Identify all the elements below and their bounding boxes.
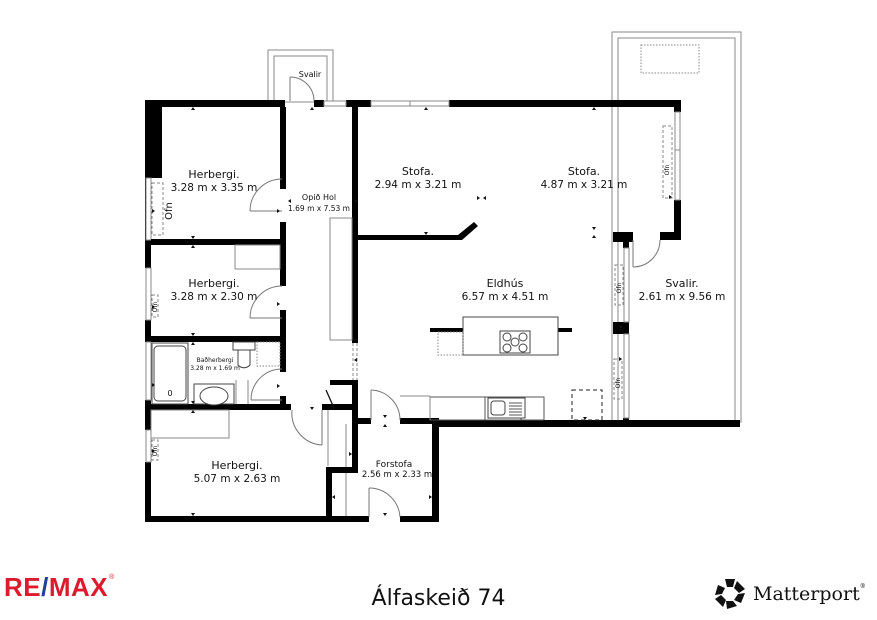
balcony-small — [267, 49, 334, 103]
room-dimensions: 2.94 m x 3.21 m — [375, 179, 462, 191]
svg-text:Ofn: Ofn — [615, 377, 622, 388]
room-dimensions: 6.57 m x 4.51 m — [462, 291, 549, 303]
room-name: Herbergi. — [211, 459, 262, 472]
room-herbergi-2: Herbergi. 3.28 m x 2.30 m — [171, 277, 258, 303]
room-name: Baðherbergi — [197, 357, 234, 364]
room-name: Eldhús — [487, 277, 524, 290]
room-dimensions: 2.56 m x 2.33 m — [362, 470, 432, 480]
room-name: Svalir — [299, 70, 322, 79]
windows — [145, 100, 681, 463]
room-name: Stofa. — [568, 165, 600, 178]
shower-area — [256, 341, 281, 367]
svg-text:Ofn: Ofn — [152, 301, 159, 312]
room-dimensions: 5.07 m x 2.63 m — [194, 473, 281, 485]
remax-logo-text: RE/MAX — [4, 572, 109, 602]
room-forstofa: Forstofa 2.56 m x 2.33 m — [362, 460, 432, 480]
room-stofa-1: Stofa. 2.94 m x 3.21 m — [375, 165, 462, 191]
bathroom-sink-icon — [193, 380, 249, 406]
property-address-title: Álfaskeið 74 — [371, 586, 506, 611]
room-svalir-small: Svalir — [299, 70, 322, 79]
cooktop-icon — [499, 330, 531, 354]
room-dimensions: 1.69 m x 7.53 m — [288, 204, 350, 213]
room-herbergi-1: Herbergi. 3.28 m x 3.35 m — [171, 168, 258, 194]
room-name: Herbergi. — [188, 277, 239, 290]
matterport-logo-icon — [715, 579, 745, 609]
matterport-logo-text: Matterport® — [753, 583, 866, 605]
room-badherbergi: Baðherbergi 3.28 m x 1.69 m — [190, 357, 240, 372]
radiator-icon: Ofn — [614, 264, 624, 306]
svg-text:Ofn: Ofn — [164, 202, 175, 220]
bathtub-icon: 0 — [151, 342, 189, 405]
room-dimensions: 3.28 m x 1.69 m — [190, 365, 240, 372]
room-dimensions: 4.87 m x 3.21 m — [541, 179, 628, 191]
radiator-icon: Ofn — [613, 358, 623, 400]
room-name: Opið Hol — [302, 193, 336, 202]
doors — [249, 76, 661, 518]
svg-text:Ofn: Ofn — [152, 445, 159, 456]
room-name: Forstofa — [376, 460, 412, 470]
matterport-logo: Matterport® — [714, 578, 866, 610]
room-opid-hol: Opið Hol 1.69 m x 7.53 m — [288, 193, 350, 213]
svg-text:Ofn: Ofn — [664, 164, 671, 175]
room-dimensions: 3.28 m x 3.35 m — [171, 182, 258, 194]
radiator-icon: Ofn — [662, 125, 673, 199]
tub-drain-label: 0 — [167, 389, 172, 398]
room-dimensions: 3.28 m x 2.30 m — [171, 291, 258, 303]
dimension-markers — [152, 107, 672, 516]
floor-plan: 0 Ofn Ofn Ofn Ofn Ofn Ofn — [145, 31, 742, 522]
fixtures — [150, 217, 603, 516]
room-svalir-large: Svalir. 2.61 m x 9.56 m — [639, 277, 726, 303]
registered-mark: ® — [109, 574, 115, 581]
room-name: Herbergi. — [188, 168, 239, 181]
interior-walls — [151, 107, 572, 522]
room-dimensions: 2.61 m x 9.56 m — [639, 291, 726, 303]
room-eldhus: Eldhús 6.57 m x 4.51 m — [462, 277, 549, 303]
room-name: Svalir. — [665, 277, 698, 290]
toilet-icon — [232, 341, 256, 369]
svg-text:Ofn: Ofn — [616, 282, 623, 293]
kitchen-sink-icon — [487, 397, 526, 419]
room-herbergi-3: Herbergi. 5.07 m x 2.63 m — [194, 459, 281, 485]
exterior-walls — [145, 100, 740, 522]
remax-logo: RE/MAX ® — [4, 572, 114, 602]
room-name: Stofa. — [402, 165, 434, 178]
room-stofa-2: Stofa. 4.87 m x 3.21 m — [541, 165, 628, 191]
